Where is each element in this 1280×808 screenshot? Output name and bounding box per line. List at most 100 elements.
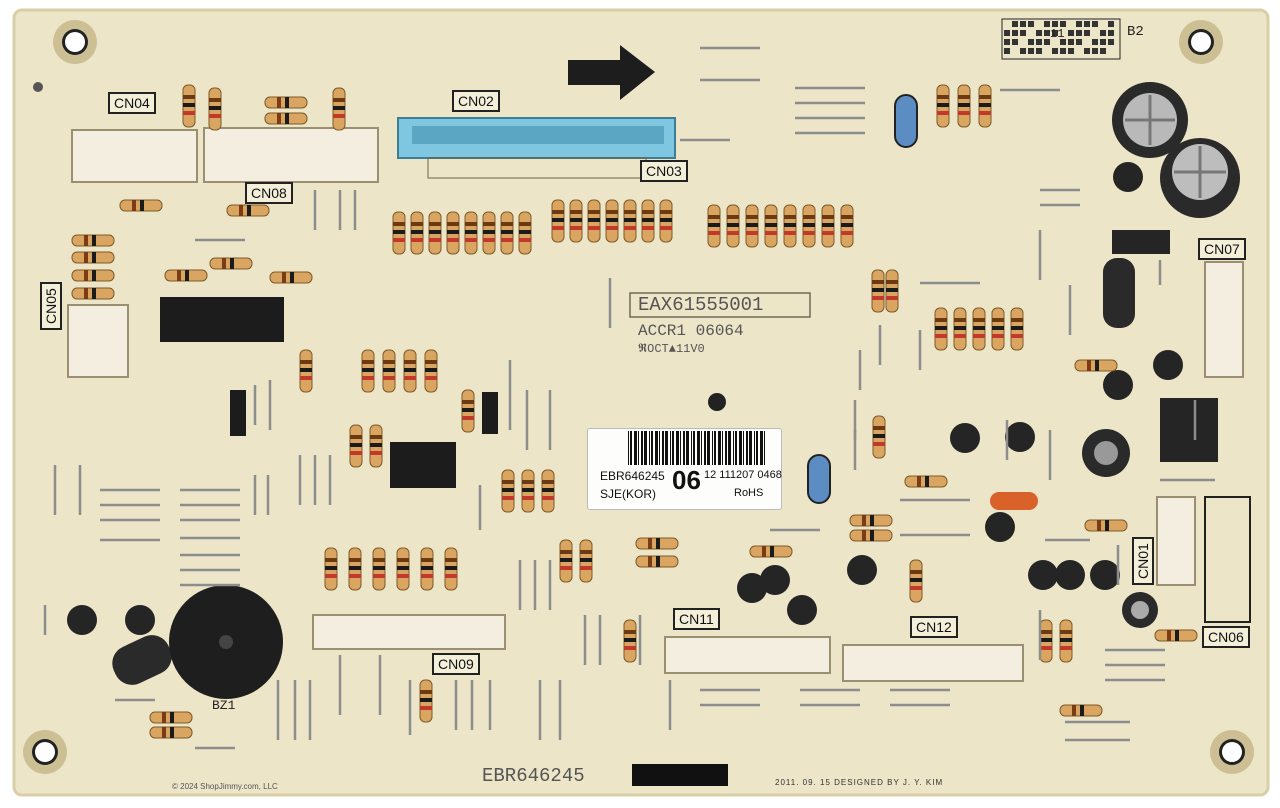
resistor-band bbox=[92, 288, 96, 299]
resistor-band bbox=[447, 230, 459, 234]
grid-cell bbox=[1036, 48, 1042, 54]
resistor-band bbox=[992, 326, 1004, 330]
resistor-band bbox=[421, 566, 433, 570]
resistor-band bbox=[917, 476, 921, 487]
capacitor-c2 bbox=[894, 94, 918, 148]
ic-dip14 bbox=[160, 297, 284, 342]
ic-small-1 bbox=[482, 392, 498, 434]
resistor-band bbox=[642, 210, 654, 214]
resistor-band bbox=[350, 435, 362, 439]
resistor-band bbox=[580, 558, 592, 562]
grid-cell bbox=[1076, 39, 1082, 45]
resistor-band bbox=[935, 334, 947, 338]
transistor bbox=[1028, 560, 1058, 590]
resistor-band bbox=[1087, 360, 1091, 371]
grid-block bbox=[1001, 18, 1121, 60]
resistor-band bbox=[822, 223, 834, 227]
transistor bbox=[1113, 162, 1143, 192]
resistor-band bbox=[447, 238, 459, 242]
sticker-rohs: RoHS bbox=[734, 487, 764, 499]
connector-cn11-body bbox=[664, 636, 831, 674]
resistor-band bbox=[552, 226, 564, 230]
resistor-band bbox=[465, 222, 477, 226]
resistor-band bbox=[822, 215, 834, 219]
barcode-bar bbox=[743, 431, 744, 465]
barcode-bar bbox=[756, 431, 758, 465]
bottom-black-bar bbox=[632, 764, 728, 786]
barcode-bar bbox=[644, 431, 647, 465]
resistor-band bbox=[1011, 326, 1023, 330]
resistor-band bbox=[411, 238, 423, 242]
grid-cell bbox=[1044, 39, 1050, 45]
resistor-band bbox=[397, 558, 409, 562]
date-code: 𝕽OCT▲11V0 bbox=[638, 342, 705, 356]
resistor-band bbox=[290, 272, 294, 283]
resistor-band bbox=[973, 334, 985, 338]
grid-cell bbox=[1060, 21, 1066, 27]
resistor-band bbox=[92, 270, 96, 281]
barcode-bar bbox=[662, 431, 664, 465]
resistor-band bbox=[411, 222, 423, 226]
sticker-model: EBR646245 bbox=[600, 469, 665, 483]
resistor-band bbox=[979, 103, 991, 107]
resistor-band bbox=[522, 488, 534, 492]
capacitor-c07 bbox=[1103, 258, 1135, 328]
resistor-band bbox=[425, 360, 437, 364]
resistor-band bbox=[708, 215, 720, 219]
resistor-band bbox=[183, 95, 195, 99]
resistor-band bbox=[425, 376, 437, 380]
resistor-band bbox=[183, 111, 195, 115]
resistor-band bbox=[660, 226, 672, 230]
barcode-bar bbox=[680, 431, 681, 465]
grid-cell bbox=[1044, 30, 1050, 36]
barcode-bar bbox=[659, 431, 660, 465]
resistor-band bbox=[1060, 630, 1072, 634]
resistor-band bbox=[656, 556, 660, 567]
grid-cell bbox=[1084, 48, 1090, 54]
resistor-band bbox=[588, 210, 600, 214]
connector-cn08-body bbox=[203, 127, 379, 183]
barcode-bar bbox=[718, 431, 721, 465]
resistor-band bbox=[560, 550, 572, 554]
resistor-band bbox=[84, 252, 88, 263]
barcode-bar bbox=[651, 431, 653, 465]
resistor-band bbox=[370, 451, 382, 455]
grid-cell bbox=[1036, 30, 1042, 36]
arrow-marker bbox=[568, 45, 655, 100]
barcode-bar bbox=[746, 431, 748, 465]
resistor-band bbox=[935, 318, 947, 322]
resistor-band bbox=[447, 222, 459, 226]
resistor-band bbox=[373, 574, 385, 578]
resistor-band bbox=[1040, 638, 1052, 642]
barcode-bar bbox=[630, 431, 632, 465]
resistor-band bbox=[660, 218, 672, 222]
resistor-band bbox=[462, 400, 474, 404]
grid-cell bbox=[1020, 30, 1026, 36]
resistor-band bbox=[1105, 520, 1109, 531]
barcode-bar bbox=[672, 431, 674, 465]
capacitor-c95 bbox=[1122, 592, 1158, 628]
resistor-band bbox=[333, 106, 345, 110]
resistor-band bbox=[483, 230, 495, 234]
resistor-band bbox=[870, 530, 874, 541]
resistor-band bbox=[162, 727, 166, 738]
transistor bbox=[1103, 370, 1133, 400]
label-cn01: CN01 bbox=[1132, 537, 1154, 585]
resistor-band bbox=[642, 218, 654, 222]
resistor-band bbox=[765, 223, 777, 227]
resistor-band bbox=[373, 566, 385, 570]
transistor bbox=[737, 573, 767, 603]
resistor-band bbox=[606, 226, 618, 230]
barcode-bar bbox=[754, 431, 755, 465]
ic-u02 bbox=[390, 442, 456, 488]
resistor-band bbox=[872, 288, 884, 292]
buzzer-bz1 bbox=[169, 585, 283, 699]
label-cn06: CN06 bbox=[1202, 626, 1250, 648]
resistor-band bbox=[404, 376, 416, 380]
resistor-band bbox=[350, 443, 362, 447]
resistor-band bbox=[937, 95, 949, 99]
resistor-band bbox=[803, 215, 815, 219]
label-cn02: CN02 bbox=[452, 90, 500, 112]
barcode-bar bbox=[634, 431, 637, 465]
